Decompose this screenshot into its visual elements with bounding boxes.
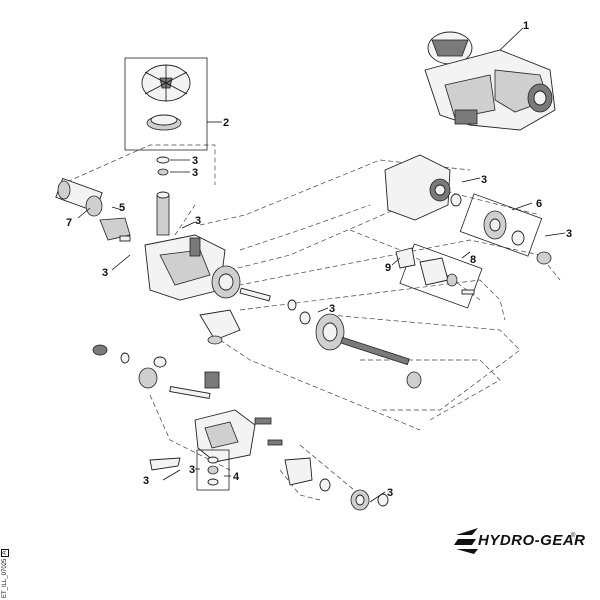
document-code: ET_ILL_07025 (2, 558, 8, 598)
callout-3-seal-top: 3 (192, 155, 198, 167)
bypass-rod (149, 457, 313, 486)
document-revision: A (1, 548, 9, 557)
callout-9: 9 (385, 262, 391, 274)
callout-1: 1 (523, 20, 529, 32)
assembled-transaxle (424, 31, 556, 131)
callout-6: 6 (536, 198, 542, 210)
logo-swoosh-icon (454, 528, 478, 554)
callouts: 1 2 3 3 5 7 3 3 3 6 3 9 8 3 3 3 4 3 (66, 20, 572, 499)
brake-arm (395, 247, 416, 269)
pulley (146, 114, 182, 131)
cooling-fan (141, 64, 191, 102)
callout-5: 5 (119, 202, 125, 214)
check-valve-group (196, 449, 230, 491)
callout-8: 8 (470, 254, 476, 266)
hub-assembly (459, 193, 552, 265)
callout-3-gear: 3 (329, 303, 335, 315)
pump-housing (144, 234, 226, 301)
ring-gear-and-axle (299, 311, 422, 389)
right-housing (384, 154, 462, 221)
callout-3-output: 3 (387, 487, 393, 499)
seal-stack (156, 156, 170, 236)
callout-3-right-housing: 3 (481, 174, 487, 186)
callout-3-hub: 3 (566, 228, 572, 240)
callout-7: 7 (66, 217, 72, 229)
output-gear (319, 478, 389, 511)
fan-pulley-group-box (124, 57, 208, 151)
center-section (194, 409, 283, 463)
callout-3-bypass: 3 (143, 475, 149, 487)
swashplate (99, 217, 131, 242)
charge-pump-parts (92, 344, 220, 399)
callout-3-seal-mid: 3 (192, 167, 198, 179)
gear-cluster (211, 265, 297, 311)
callout-2: 2 (223, 117, 229, 129)
callout-3-left: 3 (102, 267, 108, 279)
logo-registered-mark: ® (571, 532, 576, 539)
callout-4: 4 (233, 471, 240, 483)
logo-text: HYDRO-GEAR (478, 532, 586, 549)
hydro-gear-logo: HYDRO-GEAR ® (454, 528, 586, 554)
differential (199, 309, 241, 345)
phantom-lines (59, 144, 561, 501)
pump-cylinder-block (55, 177, 103, 217)
callout-3-valve: 3 (189, 464, 195, 476)
leader-lines (77, 27, 566, 503)
callout-3-housing: 3 (195, 215, 201, 227)
document-id: ET_ILL_07025A (1, 548, 9, 598)
